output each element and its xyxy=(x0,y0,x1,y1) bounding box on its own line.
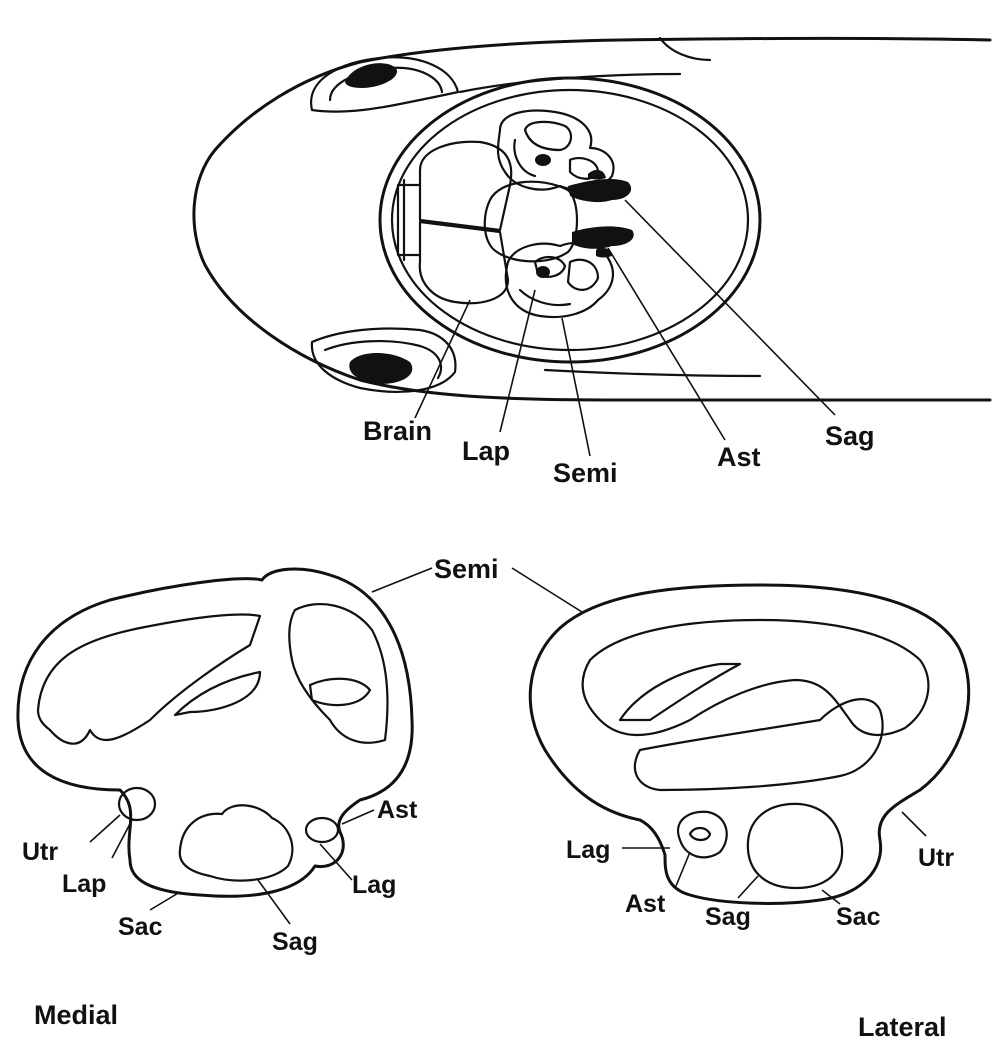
label-sag-lateral: Sag xyxy=(705,903,751,931)
label-ast-medial: Ast xyxy=(377,796,418,824)
medial-outline xyxy=(18,569,412,896)
label-semi-top: Semi xyxy=(553,458,618,488)
label-sag-top: Sag xyxy=(825,421,875,451)
left-eye-pupil xyxy=(345,63,397,88)
label-sac-lateral: Sac xyxy=(836,903,881,931)
right-eye xyxy=(312,329,456,392)
caption-lateral: Lateral xyxy=(858,1012,947,1042)
cranial-cavity-outer xyxy=(380,78,760,362)
label-ast-lateral: Ast xyxy=(625,890,666,918)
label-lap-top: Lap xyxy=(462,436,510,466)
label-ast-top: Ast xyxy=(717,442,761,472)
label-utr-medial: Utr xyxy=(22,838,58,866)
label-lap-medial: Lap xyxy=(62,870,106,898)
brain-shape xyxy=(398,142,577,303)
top-ast-otolith xyxy=(572,226,634,248)
medial-sag-otolith xyxy=(180,805,293,880)
label-lag-lateral: Lag xyxy=(566,836,610,864)
top-sag-otolith xyxy=(568,179,631,202)
label-sag-medial: Sag xyxy=(272,928,318,956)
left-eye xyxy=(311,57,458,111)
label-lag-medial: Lag xyxy=(352,871,396,899)
label-sac-medial: Sac xyxy=(118,913,163,941)
caption-medial: Medial xyxy=(34,1000,118,1030)
label-semi-shared: Semi xyxy=(434,554,499,584)
fish-head-dorsal-view xyxy=(194,38,990,401)
label-utr-lateral: Utr xyxy=(918,844,954,872)
label-brain: Brain xyxy=(363,416,432,446)
lateral-sag-otolith xyxy=(748,804,842,888)
medial-labyrinth xyxy=(18,569,412,896)
